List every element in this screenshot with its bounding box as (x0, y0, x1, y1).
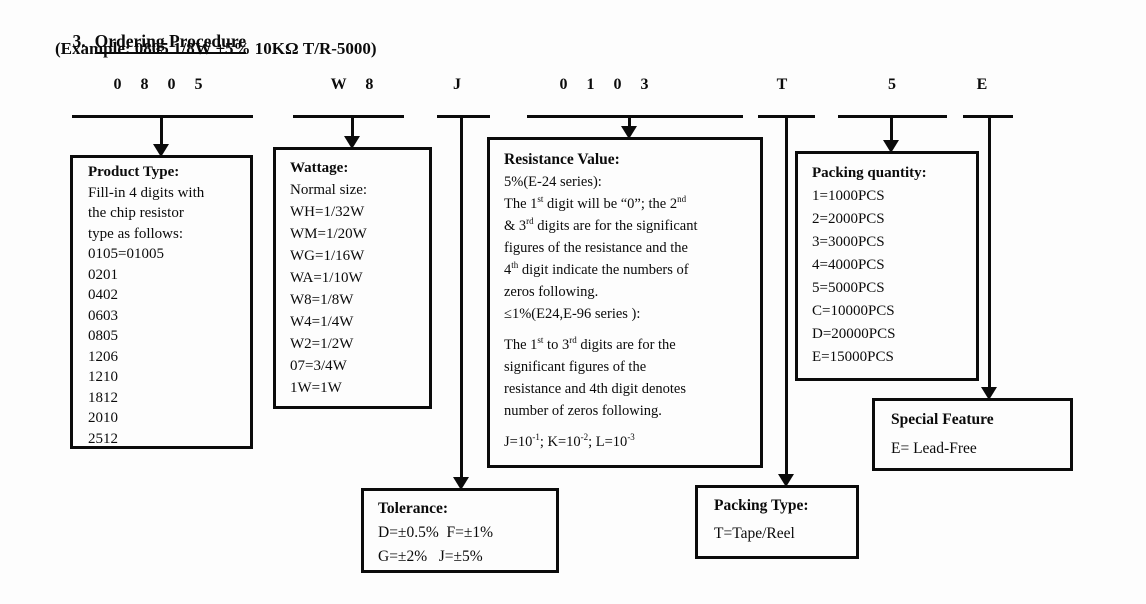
special-feature-line: E= Lead-Free (891, 440, 977, 457)
code-resistance: 0 1 0 3 (559, 76, 649, 93)
connector-product-type (160, 117, 163, 145)
product-type-line: Fill-in 4 digits with (88, 184, 205, 201)
product-type-box: Product Type: Fill-in 4 digits with the … (70, 155, 253, 449)
packing-quantity-line: 3=3000PCS (812, 234, 885, 250)
resistance-value-line: ≤1%(E24,E-96 series ): (504, 306, 641, 322)
product-type-line: 0603 (88, 307, 118, 324)
section-title-text: Ordering Procedure (94, 31, 247, 54)
underline-resistance (527, 115, 743, 118)
code-product-type: 0 8 0 5 (113, 76, 203, 93)
code-wattage: W 8 (330, 76, 374, 93)
resistance-value-line: 4th digit indicate the numbers of (504, 260, 689, 278)
product-type-line: 0805 (88, 328, 118, 344)
resistance-value-line: J=10-1; K=10-2; L=10-3 (504, 432, 635, 450)
packing-type-box: Packing Type: T=Tape/Reel (695, 485, 859, 559)
connector-packing-type (785, 117, 788, 475)
underline-tolerance (437, 115, 490, 118)
section-number: 3. (72, 31, 86, 51)
arrow-down-icon (981, 387, 997, 400)
product-type-line: 2010 (88, 410, 118, 426)
example-line: (Example: 0805 1/8W ±5% 10KΩ T/R-5000) (55, 39, 377, 58)
product-type-line: 0402 (88, 287, 118, 303)
product-type-line: 1210 (88, 369, 118, 385)
resistance-value-line: number of zeros following. (504, 403, 662, 419)
underline-wattage (293, 115, 404, 118)
wattage-line: W4=1/4W (290, 314, 354, 330)
packing-quantity-box: Packing quantity: 1=1000PCS 2=2000PCS 3=… (795, 151, 979, 381)
packing-quantity-line: E=15000PCS (812, 349, 894, 365)
wattage-line: Normal size: (290, 182, 368, 198)
resistance-value-line: 5%(E-24 series): (504, 174, 602, 190)
packing-type-heading: Packing Type: (714, 497, 809, 514)
product-type-line: the chip resistor (88, 205, 184, 221)
connector-packing-quantity (890, 117, 893, 141)
packing-quantity-line: 4=4000PCS (812, 257, 885, 273)
connector-wattage (351, 117, 354, 137)
product-type-line: type as follows: (88, 225, 183, 242)
packing-type-line: T=Tape/Reel (714, 525, 795, 542)
resistance-value-line: figures of the resistance and the (504, 240, 688, 256)
resistance-value-line: significant figures of the (504, 359, 647, 375)
wattage-line: 07=3/4W (290, 358, 347, 374)
special-feature-heading: Special Feature (891, 411, 994, 428)
arrow-down-icon (453, 477, 469, 490)
packing-quantity-line: C=10000PCS (812, 303, 895, 319)
underline-special-feature (963, 115, 1013, 118)
product-type-line: 0105=01005 (88, 246, 164, 262)
wattage-line: 1W=1W (290, 380, 342, 396)
product-type-line: 0201 (88, 266, 118, 283)
code-packing-type: T (776, 76, 788, 93)
resistance-value-line: & 3rd digits are for the significant (504, 216, 698, 234)
connector-resistance (628, 117, 631, 127)
arrow-down-icon (344, 136, 360, 149)
tolerance-line: D=±0.5% F=±1% (378, 524, 494, 541)
wattage-line: WA=1/10W (290, 270, 363, 286)
arrow-down-icon (883, 140, 899, 153)
arrow-down-icon (153, 144, 169, 157)
section-title: 3. Ordering Procedure (55, 10, 247, 73)
code-packing-quantity: 5 (888, 76, 896, 93)
packing-quantity-line: D=20000PCS (812, 326, 896, 342)
connector-tolerance (460, 117, 463, 478)
packing-quantity-line: 2=2000PCS (812, 211, 885, 227)
underline-packing-type (758, 115, 815, 118)
resistance-value-line: The 1st digit will be “0”; the 2nd (504, 194, 687, 212)
packing-quantity-line: 5=5000PCS (812, 280, 885, 296)
resistance-value-line: The 1st to 3rd digits are for the (504, 335, 676, 353)
tolerance-heading: Tolerance: (378, 500, 449, 517)
product-type-line: 2512 (88, 430, 118, 447)
underline-product-type (72, 115, 253, 118)
wattage-box: Wattage: Normal size: WH=1/32W WM=1/20W … (273, 147, 432, 409)
wattage-line: WM=1/20W (290, 226, 367, 242)
wattage-line: W2=1/2W (290, 336, 354, 352)
connector-special-feature (988, 117, 991, 388)
product-type-line: 1812 (88, 389, 118, 406)
resistance-value-box: Resistance Value: 5%(E-24 series): The 1… (487, 137, 763, 468)
tolerance-line: G=±2% J=±5% (378, 548, 483, 565)
packing-quantity-line: 1=1000PCS (812, 188, 885, 204)
arrow-down-icon (621, 126, 637, 139)
resistance-value-line: resistance and 4th digit denotes (504, 381, 687, 397)
code-tolerance: J (453, 76, 461, 93)
special-feature-box: Special Feature E= Lead-Free (872, 398, 1073, 471)
tolerance-box: Tolerance: D=±0.5% F=±1% G=±2% J=±5% (361, 488, 559, 573)
resistance-value-line: zeros following. (504, 284, 599, 300)
wattage-line: W8=1/8W (290, 292, 354, 308)
wattage-line: WH=1/32W (290, 204, 365, 220)
wattage-line: WG=1/16W (290, 248, 365, 264)
resistance-value-heading: Resistance Value: (504, 151, 620, 168)
packing-quantity-heading: Packing quantity: (812, 165, 927, 181)
arrow-down-icon (778, 474, 794, 487)
code-special-feature: E (976, 76, 988, 93)
underline-packing-quantity (838, 115, 947, 118)
product-type-heading: Product Type: (88, 164, 180, 180)
product-type-line: 1206 (88, 348, 118, 365)
wattage-heading: Wattage: (290, 160, 349, 176)
